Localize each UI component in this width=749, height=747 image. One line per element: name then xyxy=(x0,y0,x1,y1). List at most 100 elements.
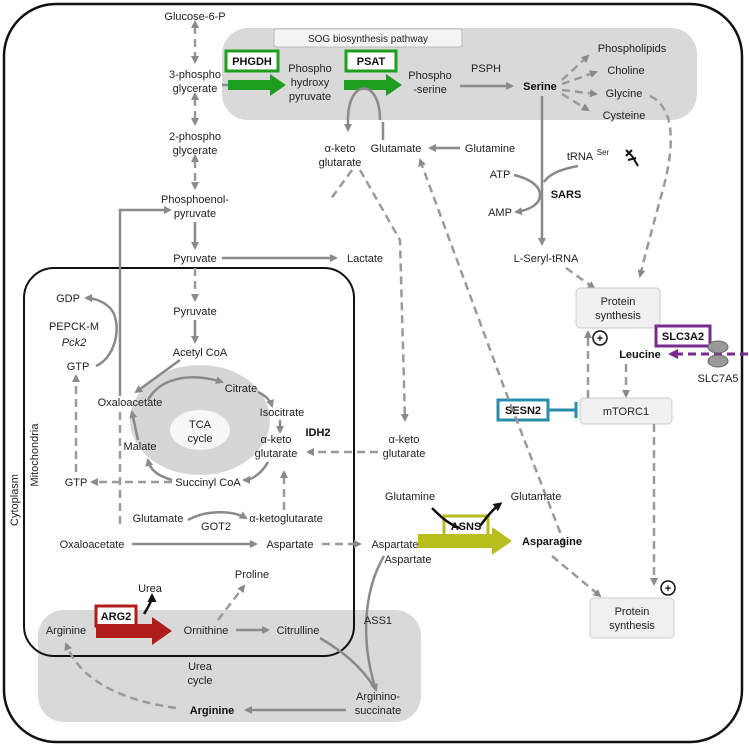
pep-label-b: pyruvate xyxy=(174,208,216,220)
gtp2-label: GTP xyxy=(65,477,88,489)
cysteine-label: Cysteine xyxy=(603,110,646,122)
asns-arrow xyxy=(418,527,512,555)
trna-icon xyxy=(625,149,639,167)
akg-top-label-b: glutarate xyxy=(319,157,362,169)
slc7a5-label: SLC7A5 xyxy=(698,373,739,385)
seryl-trna-to-protein-arrow xyxy=(565,266,596,290)
gtp1-label: GTP xyxy=(67,361,90,373)
sog-title: SOG biosynthesis pathway xyxy=(308,34,428,45)
phgdh-enzyme-box xyxy=(224,49,280,73)
plus-icon-2 xyxy=(660,580,676,596)
ornithine-label: Ornithine xyxy=(184,625,229,637)
mtorc1-box xyxy=(579,397,673,425)
atp-to-amp-arrow xyxy=(513,173,542,216)
sesn2-label: SESN2 xyxy=(505,405,541,417)
slc7a5-transporter-bottom xyxy=(707,354,729,368)
cytoplasm-label: Cytoplasm xyxy=(9,474,21,526)
pepck-gtp-gdp-arrow xyxy=(84,294,118,368)
akg-cyto-label-b: glutarate xyxy=(383,448,426,460)
acetylcoa-to-oaa-arrow xyxy=(134,358,181,394)
akg-to-succinyl-arrow xyxy=(242,461,270,484)
serine-to-cysteine-arrow xyxy=(561,92,590,112)
phospholipids-label: Phospholipids xyxy=(598,43,667,55)
arginino-label-b: succinate xyxy=(355,705,401,717)
pepck-label-a: PEPCK-M xyxy=(49,321,99,333)
protein-synthesis-box-2 xyxy=(589,597,675,639)
oaa-to-citrate-arrow xyxy=(146,376,224,401)
glycine-to-protein-arrow xyxy=(637,94,672,278)
arginine-bottom-label: Arginine xyxy=(190,705,235,717)
phs-label-b: -serine xyxy=(413,84,447,96)
glucose6p-label: Glucose-6-P xyxy=(164,11,225,23)
slc7a5-transporter-top xyxy=(707,340,729,354)
oaa2-label: Oxaloacetate xyxy=(60,539,125,551)
urea-cycle-label-b: cycle xyxy=(187,675,212,687)
psat-enzyme-box xyxy=(344,49,398,73)
php-label-b: hydroxy xyxy=(291,77,330,89)
2pg-label-b: glycerate xyxy=(173,145,218,157)
got2-glutamate-arrow xyxy=(187,511,248,522)
tca-label-b: cycle xyxy=(187,433,212,445)
trna-label: tRNA xyxy=(567,151,594,163)
seryl-trna-label: L-Seryl-tRNA xyxy=(514,253,579,265)
mtorc1-label: mTORC1 xyxy=(603,406,649,418)
choline-label: Choline xyxy=(607,65,644,77)
aspartate-mito-label: Aspartate xyxy=(266,539,313,551)
php-label-a: Phospho xyxy=(288,63,331,75)
mitochondria-label: Mitochondria xyxy=(29,423,41,487)
asns-glutamine-in xyxy=(431,507,461,530)
succinyl-to-malate-arrow xyxy=(145,458,173,482)
tca-center xyxy=(170,410,230,450)
isocitrate-label: Isocitrate xyxy=(260,407,305,419)
2pg-label-a: 2-phospho xyxy=(169,131,221,143)
psat-label: PSAT xyxy=(357,56,386,68)
psat-glutamate-loop xyxy=(344,87,382,132)
3pg-label-a: 3-phospho xyxy=(169,69,221,81)
akg-mito-label-b: glutarate xyxy=(255,448,298,460)
atp-label: ATP xyxy=(490,169,511,181)
amp-label: AMP xyxy=(488,207,512,219)
trna-superscript: Ser xyxy=(597,148,610,157)
pep-label-a: Phosphoenol- xyxy=(161,194,229,206)
ass1-label: ASS1 xyxy=(364,615,392,627)
glutamine-asns-label: Glutamine xyxy=(385,491,435,503)
serine-label: Serine xyxy=(523,81,557,93)
tca-label-a: TCA xyxy=(189,419,212,431)
akg-top-to-cyto-arrow xyxy=(358,169,409,422)
trna-in-line xyxy=(542,164,579,183)
serine-to-phospholipids-arrow xyxy=(561,54,590,81)
arg2-label: ARG2 xyxy=(101,611,132,623)
arginine-mito-label: Arginine xyxy=(46,625,86,637)
citrate-label: Citrate xyxy=(225,383,257,395)
gdp-label: GDP xyxy=(56,293,80,305)
got2-label: GOT2 xyxy=(201,521,231,533)
protein-syn1-label-a: Protein xyxy=(601,296,636,308)
akg-mito-label-a: α-keto xyxy=(261,434,292,446)
akg-top-down-line xyxy=(328,169,354,201)
mitochondria-membrane xyxy=(23,267,355,657)
slc3a2-box xyxy=(654,324,712,348)
glutamate-mito-label: Glutamate xyxy=(133,513,184,525)
sars-label: SARS xyxy=(551,189,582,201)
plus-label-2: + xyxy=(665,583,671,595)
ornithine-to-proline-arrow xyxy=(217,584,246,621)
aspartate-cyto-label: Aspartate xyxy=(371,539,418,551)
malate-to-oaa-arrow xyxy=(129,410,140,441)
arginine-to-mito-arrow xyxy=(64,642,177,710)
citrulline-to-argininosuccinate xyxy=(319,636,378,691)
psat-arrow xyxy=(344,74,402,96)
oaa1-label: Oxaloacetate xyxy=(98,397,163,409)
plus-icon-1 xyxy=(592,330,608,346)
leucine-label: Leucine xyxy=(619,349,661,361)
akg-line-label: α-ketoglutarate xyxy=(249,513,323,525)
protein-syn2-label-b: synthesis xyxy=(609,620,655,632)
serine-to-choline-arrow xyxy=(561,70,598,86)
malate-label: Malate xyxy=(123,441,156,453)
asparagine-to-protein-arrow xyxy=(551,555,602,598)
pyruvate-cyto-label: Pyruvate xyxy=(173,253,216,265)
plus-label-1: + xyxy=(597,333,603,345)
citrate-to-isocitrate-arrow xyxy=(257,390,274,408)
phs-label-a: Phospho xyxy=(408,70,451,82)
arg2-arrow xyxy=(96,617,172,645)
